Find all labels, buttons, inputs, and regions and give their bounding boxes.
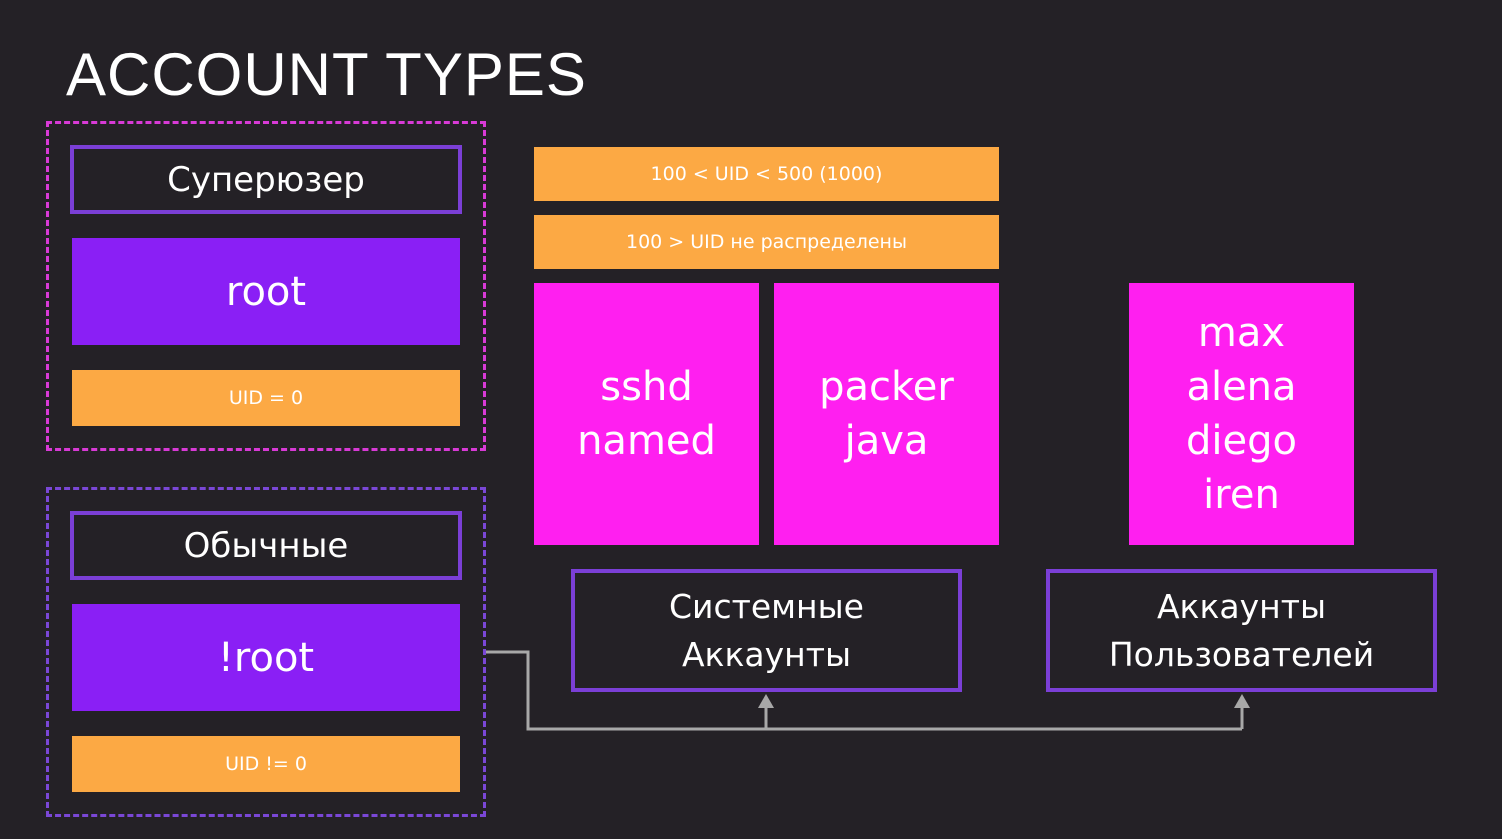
system-accounts-label: Системные Аккаунты [571,569,962,692]
account-name: iren [1203,472,1280,518]
user-accounts-label: Аккаунты Пользователей [1046,569,1437,692]
account-name: packer [819,364,954,410]
arrowhead-user [1234,694,1250,708]
account-name: max [1197,310,1286,356]
user-accounts-box: max alena diego iren [1129,283,1354,545]
regular-group [46,487,486,817]
superuser-header: Суперюзер [70,145,462,214]
uid-range-unassigned: 100 > UID не распределены [534,215,999,269]
regular-uid-box: UID != 0 [72,736,460,792]
user-accounts-label-line1: Аккаунты [1156,586,1327,626]
system-accounts-label-line1: Системные [669,586,864,626]
account-name: diego [1186,418,1297,464]
account-name: java [844,418,929,464]
account-name: named [577,418,716,464]
account-name: alena [1186,364,1297,410]
root-box: root [72,238,460,345]
account-name: sshd [600,364,693,410]
superuser-group [46,121,486,451]
arrowhead-system [758,694,774,708]
page-title: ACCOUNT TYPES [66,41,587,108]
user-accounts-label-line2: Пользователей [1108,634,1375,674]
system-accounts-box-1: sshd named [534,283,759,545]
system-accounts-label-line2: Аккаунты [681,634,852,674]
superuser-uid-box: UID = 0 [72,370,460,426]
regular-header: Обычные [70,511,462,580]
connector-from-regular [486,650,1242,731]
not-root-box: !root [72,604,460,711]
system-accounts-box-2: packer java [774,283,999,545]
uid-range-system: 100 < UID < 500 (1000) [534,147,999,201]
